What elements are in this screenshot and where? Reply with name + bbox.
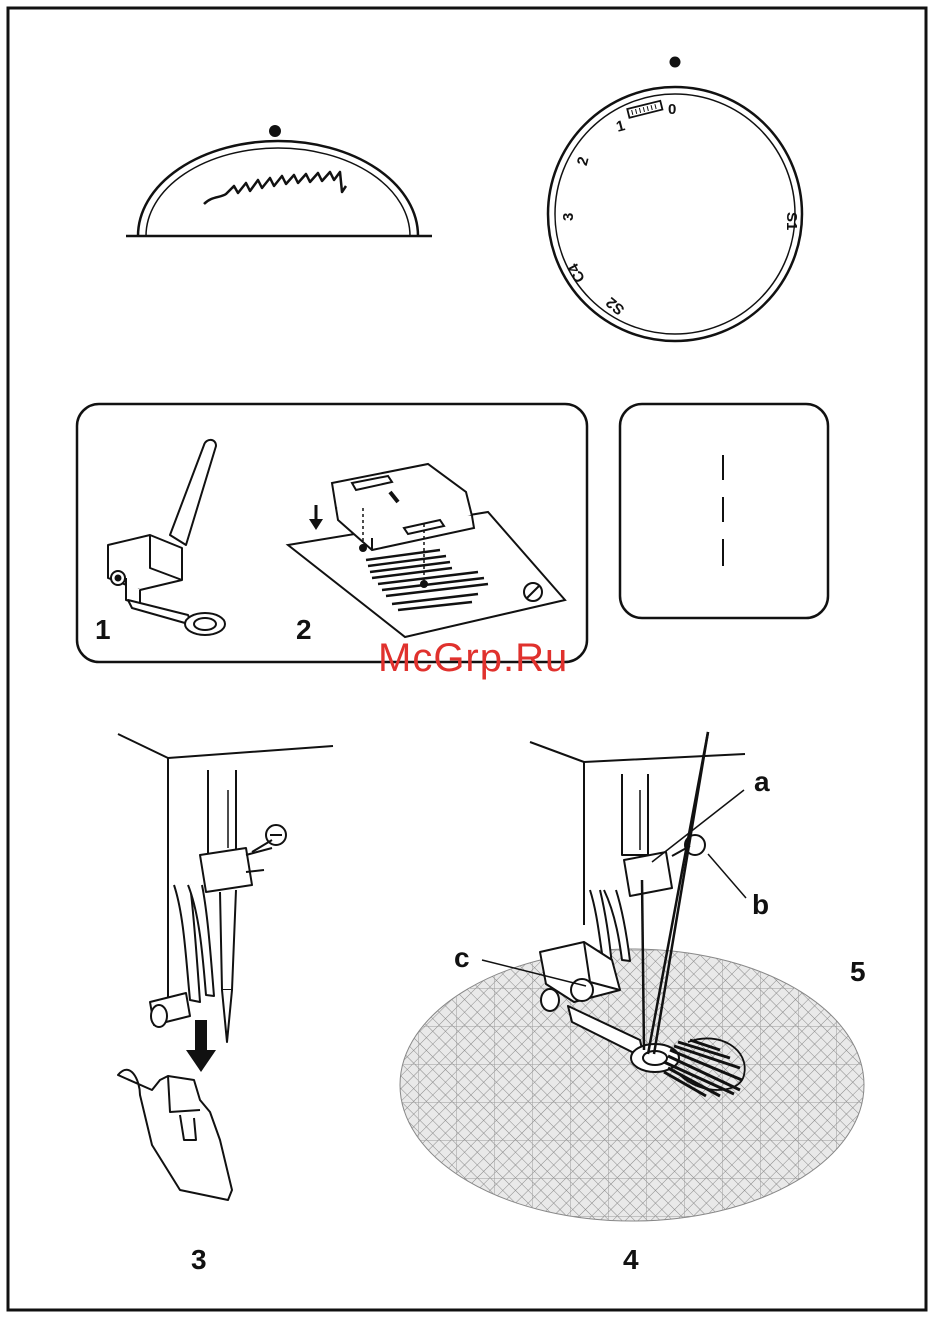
watermark-text: McGrp.Ru (378, 636, 568, 681)
straight-stitch-panel (620, 404, 828, 618)
panel-label-2: 2 (296, 614, 312, 646)
part-label-c: c (454, 942, 470, 974)
attach-foot-drawing (118, 734, 333, 1200)
dial-mark-1: 1 (614, 117, 626, 136)
figure-label-4: 4 (623, 1244, 639, 1276)
dial-mark-s2: S2 (603, 293, 628, 318)
down-arrow-icon (186, 1020, 216, 1072)
zigzag-stitch-icon (204, 172, 346, 204)
figure-label-3: 3 (191, 1244, 207, 1276)
dial-mark-2: 2 (574, 155, 593, 167)
darning-plate-drawing (288, 464, 565, 637)
stitch-length-dial: 1 0 2 3 C4 S2 S1 (548, 57, 802, 342)
darning-foot-drawing (108, 440, 225, 635)
down-arrow-icon (309, 505, 323, 530)
darning-parts-panel (77, 404, 587, 662)
dial-mark-3: 3 (560, 213, 577, 221)
buttonhole-symbol-icon (627, 101, 662, 118)
hoop-darning-drawing (400, 732, 864, 1221)
part-label-b: b (752, 889, 769, 921)
panel-label-1: 1 (95, 614, 111, 646)
part-label-a: a (754, 766, 770, 798)
dial-mark-0: 0 (668, 101, 676, 118)
leader-line-b (708, 854, 746, 898)
dial-indicator-dot (670, 57, 681, 68)
stitch-window (126, 125, 432, 236)
dial-mark-s1: S1 (783, 212, 800, 230)
indicator-dot (269, 125, 281, 137)
figure-label-5: 5 (850, 956, 866, 988)
